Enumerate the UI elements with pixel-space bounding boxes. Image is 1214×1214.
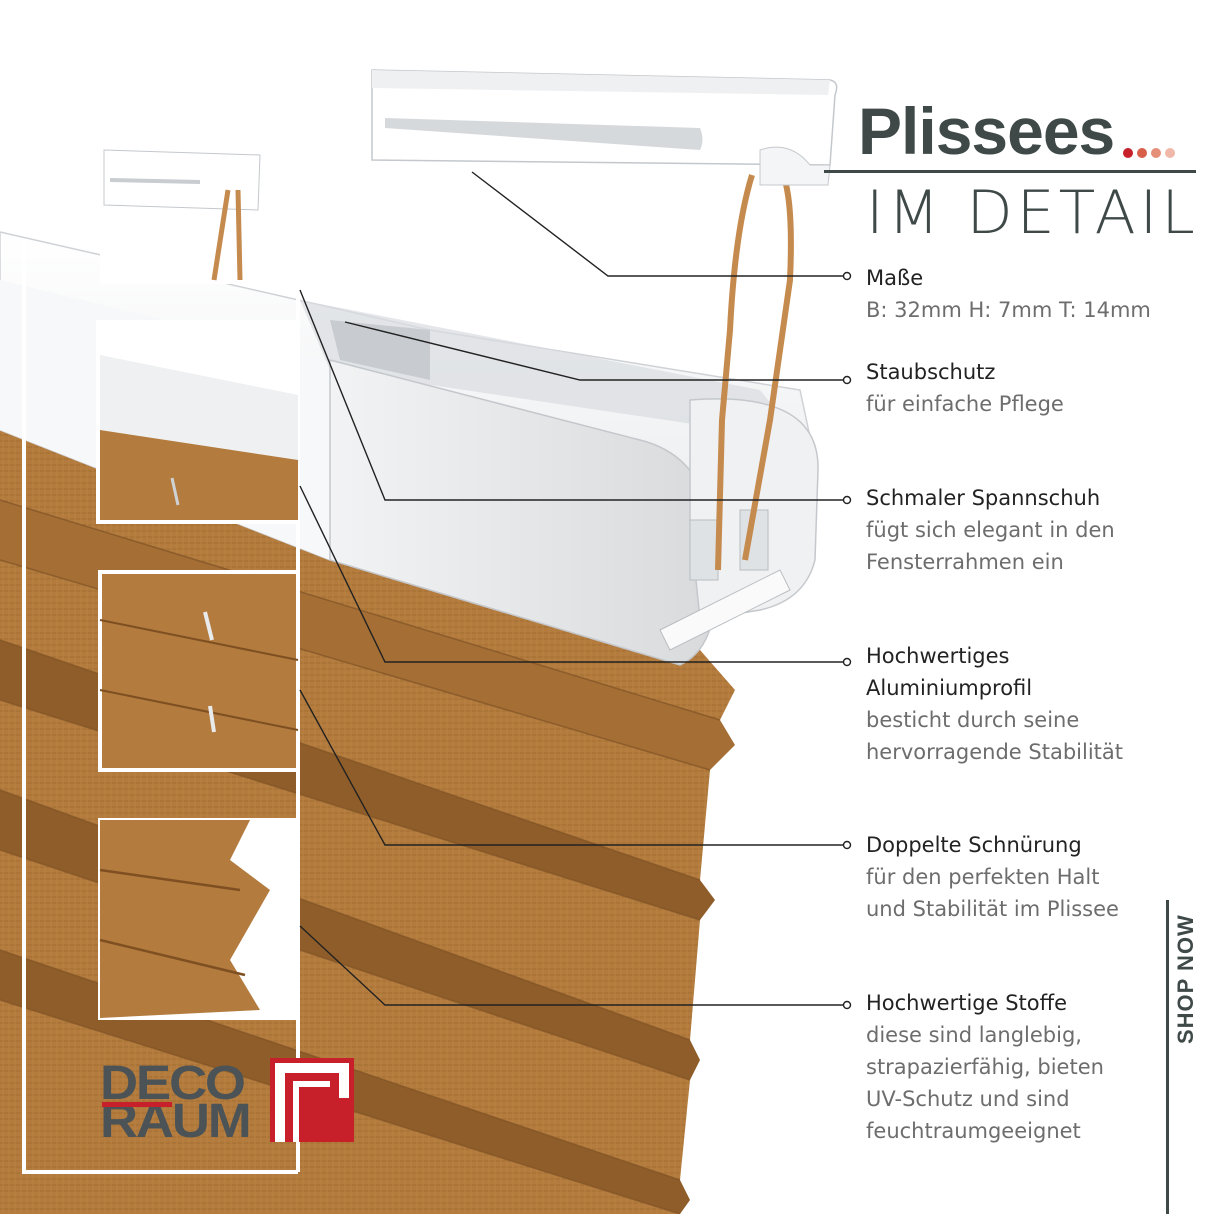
logo-red-bar (102, 1102, 172, 1107)
logo-text-line1: DECO (100, 1057, 246, 1110)
leader-lines (299, 171, 852, 1010)
feature-heading: Schmaler Spannschuh (866, 486, 1101, 510)
feature-staubschutz: Staubschutz für einfache Pflege (866, 356, 1196, 420)
page-subtitle: IM DETAIL (866, 178, 1199, 248)
feature-aluminiumprofil: Hochwertiges Aluminiumprofil besticht du… (866, 640, 1196, 768)
inset-fabric (98, 818, 300, 1020)
inset-profile (96, 320, 300, 524)
shop-now-button[interactable]: SHOP NOW (1173, 914, 1198, 1044)
feature-description: feuchtraumgeeignet (866, 1119, 1081, 1143)
feature-description: diese sind langlebig, (866, 1023, 1082, 1047)
shop-now-divider (1166, 900, 1169, 1214)
feature-description: strapazierfähig, bieten (866, 1055, 1104, 1079)
feature-description: und Stabilität im Plissee (866, 897, 1119, 921)
feature-description: UV-Schutz und sind (866, 1087, 1070, 1111)
decoraum-logo: DECO RAUM (100, 1057, 360, 1146)
feature-heading: Maße (866, 266, 924, 290)
title-divider (824, 170, 1196, 173)
title-dots-icon (1123, 148, 1175, 158)
feature-description: für einfache Pflege (866, 392, 1064, 416)
feature-spannschuh: Schmaler Spannschuh fügt sich elegant in… (866, 482, 1196, 578)
logo-mark-icon (270, 1058, 354, 1142)
feature-description: fügt sich elegant in den (866, 518, 1115, 542)
feature-description: hervorragende Stabilität (866, 740, 1123, 764)
feature-heading: Hochwertiges (866, 644, 1010, 668)
feature-heading: Hochwertige Stoffe (866, 991, 1068, 1015)
page-title: Plissees (858, 94, 1115, 168)
inset-cords (98, 570, 300, 772)
bracket-detail (371, 69, 838, 186)
feature-description: für den perfekten Halt (866, 865, 1100, 889)
feature-heading: Staubschutz (866, 360, 996, 384)
feature-description: B: 32mm H: 7mm T: 14mm (866, 298, 1151, 322)
feature-description: besticht durch seine (866, 708, 1080, 732)
feature-masse: Maße B: 32mm H: 7mm T: 14mm (866, 262, 1196, 326)
feature-description: Fensterrahmen ein (866, 550, 1064, 574)
inset-bracket (100, 86, 298, 284)
feature-heading: Doppelte Schnürung (866, 833, 1082, 857)
feature-stoffe: Hochwertige Stoffe diese sind langlebig,… (866, 987, 1196, 1147)
feature-schnuerung: Doppelte Schnürung für den perfekten Hal… (866, 829, 1196, 925)
feature-heading-line2: Aluminiumprofil (866, 676, 1033, 700)
